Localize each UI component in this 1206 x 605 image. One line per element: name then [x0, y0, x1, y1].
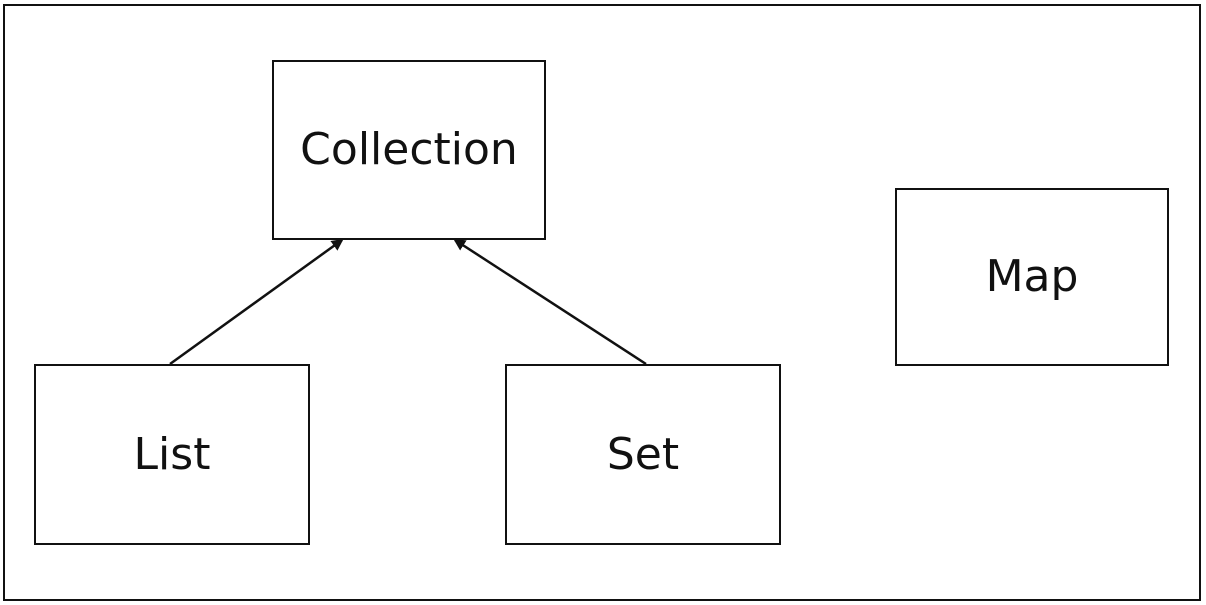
set-label: Set — [606, 428, 680, 480]
map-node: Map — [895, 188, 1169, 366]
collection-label: Collection — [300, 124, 518, 175]
set-node: Set — [505, 364, 781, 545]
list-label: List — [133, 428, 211, 480]
list-node: List — [34, 364, 310, 545]
collection-node: Collection — [272, 60, 546, 240]
diagram-frame — [3, 4, 1201, 601]
map-label: Map — [985, 251, 1079, 302]
